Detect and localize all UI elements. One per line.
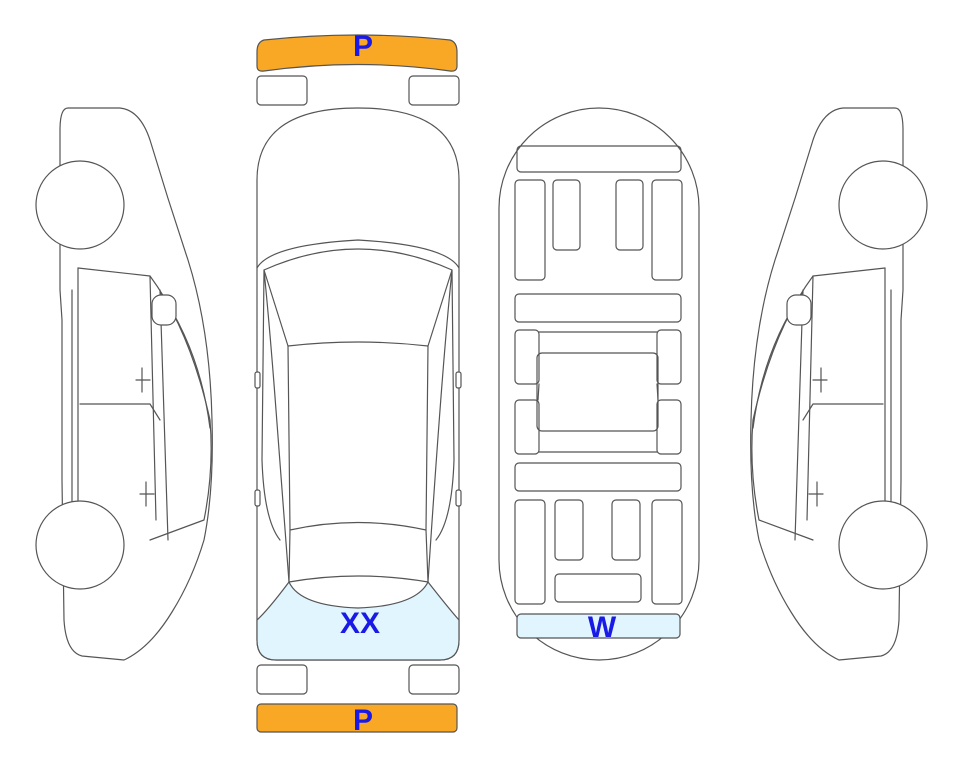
underbody-mid-right-upper xyxy=(656,329,682,385)
underbody-mid-left-upper xyxy=(514,329,540,385)
left-side-handle-rear xyxy=(139,481,155,507)
underbody-cross-member-rear xyxy=(514,462,682,492)
top-view-front-windshield xyxy=(263,248,453,347)
top-view-hood-line xyxy=(256,239,460,269)
underbody-rear-right-box xyxy=(611,499,641,561)
rear-bumper-shape xyxy=(256,703,458,733)
front-right-headlight xyxy=(408,75,460,106)
left-side-windows xyxy=(77,267,211,546)
rear-windshield-area xyxy=(256,580,460,661)
underbody-rear-left-box xyxy=(554,499,584,561)
front-bumper-label: P xyxy=(353,30,373,63)
top-view-left-rear-handle xyxy=(254,489,261,507)
right-side-door-lines xyxy=(794,275,892,541)
underbody-rear-panel xyxy=(516,613,681,639)
underbody-center-panel xyxy=(536,352,659,432)
right-side-handle-rear xyxy=(808,481,824,507)
top-view-rear-window-top xyxy=(288,521,429,583)
rear-bumper-label: P xyxy=(353,704,373,737)
left-side-door-lines xyxy=(71,275,169,541)
right-side-handle-front xyxy=(812,367,828,393)
underbody-cross-member-front xyxy=(514,293,682,323)
front-left-headlight xyxy=(256,75,308,106)
right-side-mirror xyxy=(786,294,812,326)
rear-windshield-label: XX xyxy=(340,607,380,640)
right-side-rear-wheel xyxy=(838,500,928,590)
underbody-mid-frame xyxy=(537,331,659,453)
underbody-rear-panel-label: W xyxy=(588,611,617,644)
underbody-rear-center-box xyxy=(554,573,642,603)
underbody-front-bar xyxy=(516,145,682,173)
top-view-left-front-handle xyxy=(254,371,261,389)
left-side-mirror xyxy=(151,294,177,326)
right-side-view xyxy=(750,107,928,661)
underbody-view: W xyxy=(498,107,700,661)
underbody-rear-left-rail xyxy=(514,499,546,605)
rear-right-taillight xyxy=(408,664,460,695)
right-side-front-wheel xyxy=(838,160,928,250)
left-side-front-wheel xyxy=(35,160,125,250)
underbody-rear-right-rail xyxy=(651,499,683,605)
right-side-windows xyxy=(752,267,886,546)
top-view-left-pillar xyxy=(261,269,290,583)
underbody-outline xyxy=(498,107,700,661)
underbody-front-left-box xyxy=(552,179,581,251)
underbody-mid-right-lower xyxy=(656,399,682,455)
left-side-rear-wheel xyxy=(35,500,125,590)
underbody-front-right-box xyxy=(615,179,644,251)
front-bumper-shape xyxy=(256,34,458,72)
top-view-right-rear-handle xyxy=(455,489,462,507)
right-side-body-outline xyxy=(750,107,904,661)
top-view-roof xyxy=(287,345,429,531)
rear-bumper: P xyxy=(256,703,458,737)
top-view: P XX P xyxy=(254,30,462,737)
underbody-front-left-rail xyxy=(514,179,546,281)
underbody-mid-left-lower xyxy=(514,399,540,455)
underbody-front-right-rail xyxy=(651,179,683,281)
rear-left-taillight xyxy=(256,664,308,695)
front-bumper: P xyxy=(256,30,458,72)
top-view-right-pillar xyxy=(427,269,455,583)
left-side-handle-front xyxy=(135,367,151,393)
top-view-right-front-handle xyxy=(455,371,462,389)
left-side-view xyxy=(35,107,213,661)
left-side-body-outline xyxy=(59,107,213,661)
